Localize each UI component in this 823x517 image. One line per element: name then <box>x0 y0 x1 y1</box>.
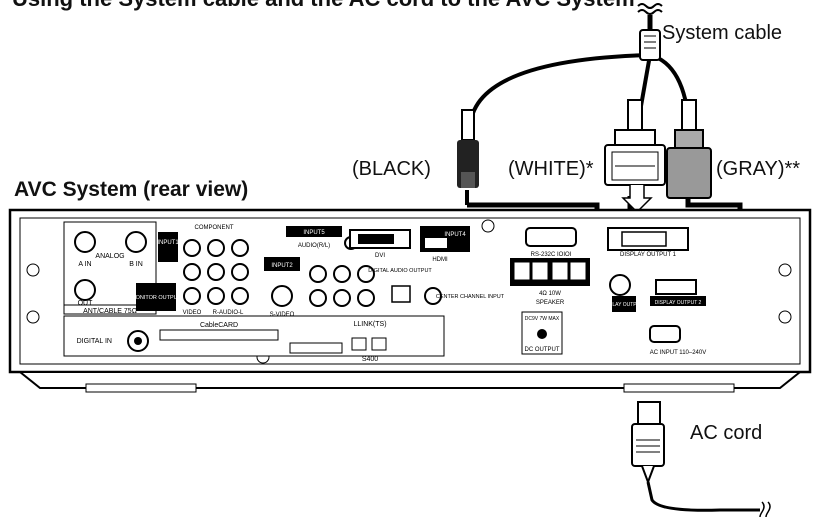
cablecard-label: CableCARD <box>200 322 238 329</box>
cable-splitter <box>639 29 661 61</box>
speaker-spec-label: 4Ω 10W <box>539 291 561 297</box>
speaker-label: SPEAKER <box>536 300 565 306</box>
llink-label: LLINK(TS) <box>353 321 386 328</box>
digital-in-label: DIGITAL IN <box>77 338 112 345</box>
analog-label: ANALOG <box>95 253 124 260</box>
speaker-terminals <box>513 261 587 281</box>
rs232c-label: RS-232C IOIOI <box>531 252 572 258</box>
audio-rl-label: AUDIO(R/L) <box>298 243 330 249</box>
black-label: (BLACK) <box>352 158 431 180</box>
component-label: COMPONENT <box>195 225 234 231</box>
ac-input-label: AC INPUT 110–240V <box>650 350 706 356</box>
ac-cord <box>631 401 771 517</box>
dc-output-label: DC OUTPUT <box>525 347 560 353</box>
arrow-icon <box>621 185 653 214</box>
white-label: (WHITE)* <box>508 158 594 180</box>
ant-cable-label: ANT/CABLE 75Ω <box>83 308 137 315</box>
input5-label: INPUT5 <box>303 230 325 236</box>
r-audio-l-label: R-AUDIO-L <box>213 310 244 316</box>
cable-break-mark <box>637 3 663 9</box>
system-cable-label: System cable <box>662 22 783 44</box>
video-label: VIDEO <box>183 310 202 316</box>
display-output-1-label: DISPLAY OUTPUT 1 <box>620 252 677 258</box>
s-video-label: S-VIDEO <box>270 312 295 318</box>
rca-jacks-input2 <box>309 265 375 307</box>
a-in-label: A IN <box>78 261 91 268</box>
b-in-label: B IN <box>129 261 143 268</box>
dvi-label: DVI <box>375 253 385 259</box>
s400-label: S400 <box>362 356 378 363</box>
gray-label: (GRAY)** <box>716 158 801 180</box>
heading: Using the System cable and the AC cord t… <box>12 0 635 12</box>
digital-audio-output-label: DIGITAL AUDIO OUTPUT <box>368 268 432 274</box>
gray-plug <box>666 99 712 199</box>
input4-label: INPUT4 <box>444 232 466 238</box>
panel-title: AVC System (rear view) <box>14 178 249 201</box>
rca-jacks-input1 <box>183 239 249 305</box>
rear-panel: ANT/CABLE 75Ω ANALOG A IN B IN OUT DIGIT… <box>8 208 812 393</box>
hdmi-label: HDMI <box>432 257 448 263</box>
input2-label: INPUT2 <box>271 263 293 269</box>
display-output-3-label: DISPLAY OUTPUT 3 <box>601 302 648 308</box>
white-dvi-plug <box>604 99 666 214</box>
black-mini-din-plug <box>457 109 479 188</box>
dc-spec-label: DC9V 7W MAX <box>525 316 560 322</box>
monitor-output-label: MONITOR OUTPUT <box>131 295 182 301</box>
display-output-2-label: DISPLAY OUTPUT 2 <box>655 300 702 306</box>
ac-cord-label: AC cord <box>690 422 763 444</box>
center-channel-input-label: CENTER CHANNEL INPUT <box>436 294 505 300</box>
out-label: OUT <box>78 300 94 307</box>
input1-label: INPUT1 <box>157 240 179 246</box>
